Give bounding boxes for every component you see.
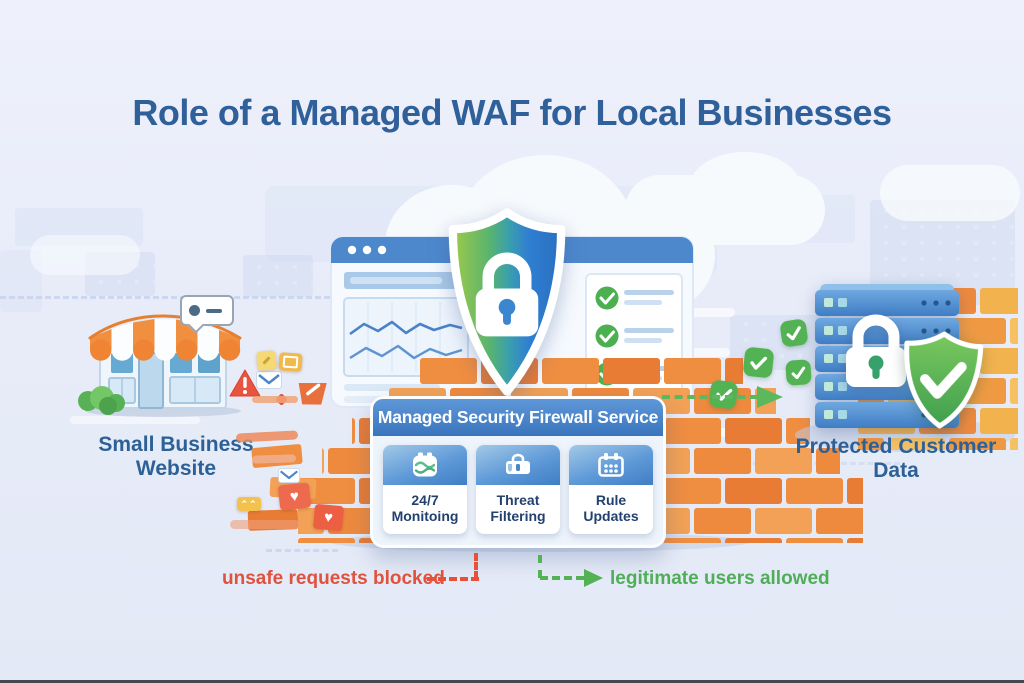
waf-shield-icon xyxy=(448,208,566,396)
motion-streak xyxy=(230,520,300,529)
paint-bucket-icon xyxy=(298,383,327,405)
check-badge-icon xyxy=(785,359,812,386)
feature-card-label: 24/7 Monitoing xyxy=(391,491,459,524)
panel-header: Managed Security Firewall Service xyxy=(373,399,663,436)
right-scene-label: Protected Customer Data xyxy=(795,435,997,482)
feature-card-threat-filtering: Threat Filtering xyxy=(476,445,560,534)
warning-triangle-icon xyxy=(229,369,261,397)
storefront-illustration xyxy=(78,314,242,417)
envelope-icon xyxy=(256,371,282,389)
allowed-flow-arrowhead xyxy=(584,569,603,587)
left-scene-label: Small Business Website xyxy=(98,433,254,480)
allowed-flow-label: legitimate users allowed xyxy=(610,568,830,589)
cloud xyxy=(880,165,1020,221)
protected-shield-check-icon xyxy=(904,331,984,429)
feature-cards: 24/7 Monitoing Threat Filtering xyxy=(373,436,663,545)
blocked-flow-label: unsafe requests blocked xyxy=(222,568,445,589)
motion-streak xyxy=(252,396,298,403)
rule-calendar-icon xyxy=(598,453,624,477)
cloud xyxy=(690,152,800,222)
note-icon xyxy=(256,350,277,371)
bg-pill xyxy=(70,416,200,424)
feature-card-monitoring: 24/7 Monitoing xyxy=(383,445,467,534)
heart-card-icon: ♥ xyxy=(312,503,345,532)
media-card-icon xyxy=(278,352,303,372)
bg-road-dashes xyxy=(0,296,330,299)
bg-building xyxy=(243,255,313,297)
speech-bubble-icon xyxy=(180,295,234,326)
threat-filter-icon xyxy=(506,453,530,474)
allowed-flow-dashes xyxy=(538,555,542,578)
monitoring-clock-icon xyxy=(413,452,437,477)
heart-card-icon: ♥ xyxy=(277,482,312,511)
feature-card-rule-updates: Rule Updates xyxy=(569,445,653,534)
page-title: Role of a Managed WAF for Local Business… xyxy=(132,92,892,133)
allowed-flow-arrowhead xyxy=(757,386,783,408)
allowed-flow-dashes xyxy=(662,395,758,399)
check-badge-icon xyxy=(779,318,809,348)
feature-card-label: Rule Updates xyxy=(583,491,639,524)
feature-card-label: Threat Filtering xyxy=(490,491,546,524)
blocked-flow-dashes xyxy=(427,577,479,581)
envelope-icon xyxy=(278,468,300,483)
bottom-border xyxy=(0,680,1024,683)
cloud xyxy=(30,235,140,275)
check-badge-icon xyxy=(742,346,775,379)
data-lock-icon xyxy=(846,314,906,387)
managed-service-panel: Managed Security Firewall Service 24/7 M… xyxy=(370,396,666,548)
bg-dashes xyxy=(266,549,338,552)
blocked-flow-dashes xyxy=(474,553,478,579)
allowed-flow-dashes xyxy=(540,576,584,580)
eyes-card-icon: ⌃⌃ xyxy=(237,497,261,511)
motion-streak xyxy=(251,454,297,464)
bush xyxy=(78,386,125,415)
